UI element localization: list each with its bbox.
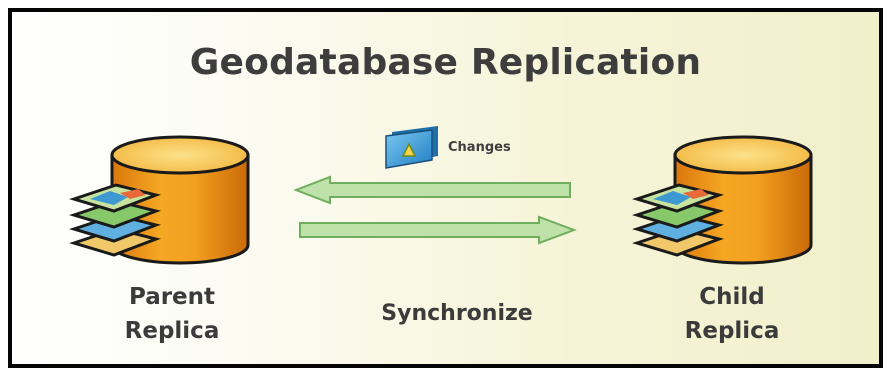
child-label-line1: Child xyxy=(699,284,765,310)
synchronize-label: Synchronize xyxy=(381,301,533,326)
changes-map-icon xyxy=(385,126,438,169)
child-replica-label: Child Replica xyxy=(632,280,832,348)
arrow-right-sync xyxy=(299,215,577,245)
child-label-line2: Replica xyxy=(684,318,780,344)
parent-replica-label: Parent Replica xyxy=(72,280,272,348)
changes-label: Changes xyxy=(448,140,511,155)
parent-label-line1: Parent xyxy=(128,284,216,310)
parent-replica-database-icon xyxy=(69,135,250,265)
diagram-artwork xyxy=(69,126,813,265)
diagram-frame: Geodatabase Replication xyxy=(8,8,883,368)
diagram-title: Geodatabase Replication xyxy=(189,42,702,83)
parent-label-line2: Replica xyxy=(124,318,220,344)
arrow-left-changes xyxy=(293,175,571,205)
child-replica-database-icon xyxy=(632,135,813,265)
